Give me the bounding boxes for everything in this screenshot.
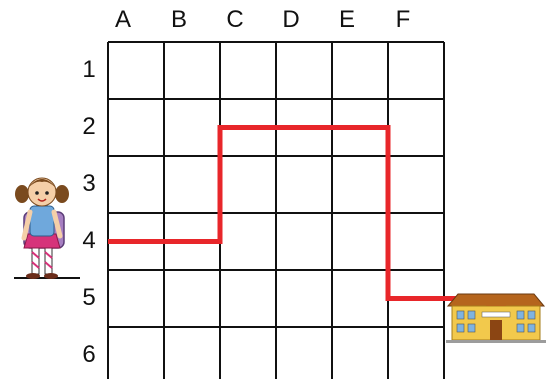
girl-with-backpack-icon: [15, 178, 69, 279]
school-building-icon: [446, 294, 546, 343]
grid-lines: [108, 42, 444, 379]
